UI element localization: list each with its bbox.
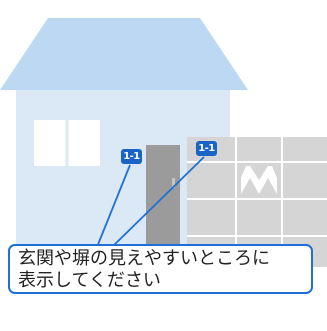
door-handle [172, 178, 175, 188]
callout-pointer [96, 156, 205, 248]
house-window [34, 120, 100, 166]
house-roof [0, 18, 248, 90]
instruction-text: 玄関や塀の見えやすいところに 表示してください [18, 248, 270, 291]
address-plate-wall: 1-1 [196, 141, 217, 156]
decorative-grille-icon [241, 166, 277, 194]
address-plate-door: 1-1 [121, 149, 142, 164]
house-door [146, 145, 180, 244]
instruction-callout: 玄関や塀の見えやすいところに 表示してください [8, 244, 313, 294]
